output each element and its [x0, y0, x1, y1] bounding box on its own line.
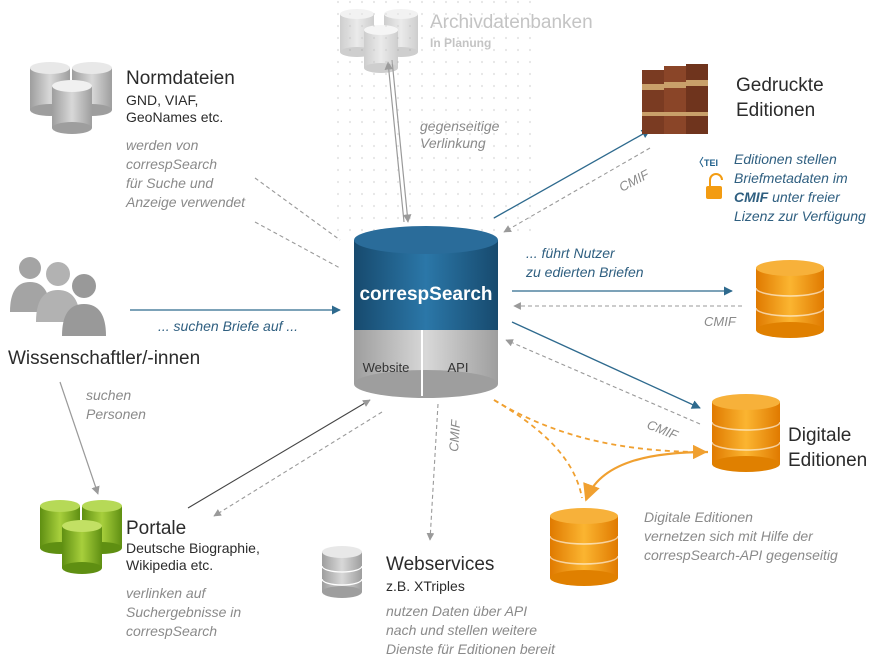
archive-subtitle: In Planung	[430, 36, 492, 50]
dashed-line-normdateien-2	[254, 221, 341, 269]
webservices-subtitle: z.B. XTriples	[386, 578, 465, 594]
portals-subtitle: Deutsche Biographie,Wikipedia etc.	[126, 540, 260, 573]
printed-editions-note: Editionen stellen Briefmetadaten im CMIF…	[734, 151, 866, 224]
arrow-to-printed-editions	[493, 129, 651, 219]
arrow-center-to-portals	[213, 411, 383, 517]
arrow-portals-to-center	[187, 399, 371, 509]
people-icon	[10, 257, 106, 336]
correspsearch-title: correspSearch	[359, 284, 492, 305]
arrow-cmif-from-printed	[503, 147, 651, 233]
website-label[interactable]: Website	[363, 360, 410, 375]
cmif-label-webservices: CMIF	[446, 418, 463, 452]
normdateien-database-icon	[30, 62, 112, 134]
open-lock-icon	[706, 173, 723, 199]
cmif-label-edition: CMIF	[704, 314, 737, 329]
cmif-label-digital: CMIF	[645, 417, 681, 443]
dashed-line-normdateien-1	[254, 177, 341, 241]
archive-database-icon	[340, 9, 418, 73]
arrow-cmif-from-digital	[505, 339, 701, 425]
portals-database-icon	[40, 500, 122, 574]
normdateien-title: Normdateien	[126, 68, 235, 89]
digital-editions-database-icon	[711, 394, 781, 472]
arrow-center-to-webservices	[426, 403, 439, 541]
orange-arrow-to-digital	[493, 399, 708, 460]
edition-database-icon	[755, 260, 825, 338]
webservices-database-icon	[321, 546, 363, 598]
cmif-label-printed: CMIF	[616, 166, 652, 195]
normdateien-subtitle: GND, VIAF,GeoNames etc.	[126, 92, 224, 125]
scholars-arrow-label: ... suchen Briefe auf ...	[158, 318, 299, 334]
webservices-title: Webservices	[386, 554, 495, 575]
cmif-emphasis: CMIF	[734, 188, 769, 205]
scholars-title: Wissenschaftler/-innen	[8, 348, 201, 369]
arrow-archive-from-center	[384, 61, 405, 223]
svg-text:TEI: TEI	[704, 158, 718, 168]
arrow-center-from-archive	[391, 59, 412, 223]
lower-edition-database-icon	[549, 508, 619, 586]
arrow-to-digital-editions	[511, 321, 701, 409]
portals-title: Portale	[126, 518, 187, 539]
archive-title: Archivdatenbanken	[430, 12, 593, 33]
orange-dashed-to-edition	[493, 399, 583, 499]
api-label[interactable]: API	[448, 360, 469, 375]
orange-arrow-to-edition	[583, 450, 709, 502]
correspsearch-database[interactable]: correspSearch Website API	[354, 226, 498, 398]
arrow-scholars-to-portals	[59, 381, 100, 495]
books-icon	[642, 64, 708, 134]
tei-icon: TEI	[699, 156, 718, 168]
